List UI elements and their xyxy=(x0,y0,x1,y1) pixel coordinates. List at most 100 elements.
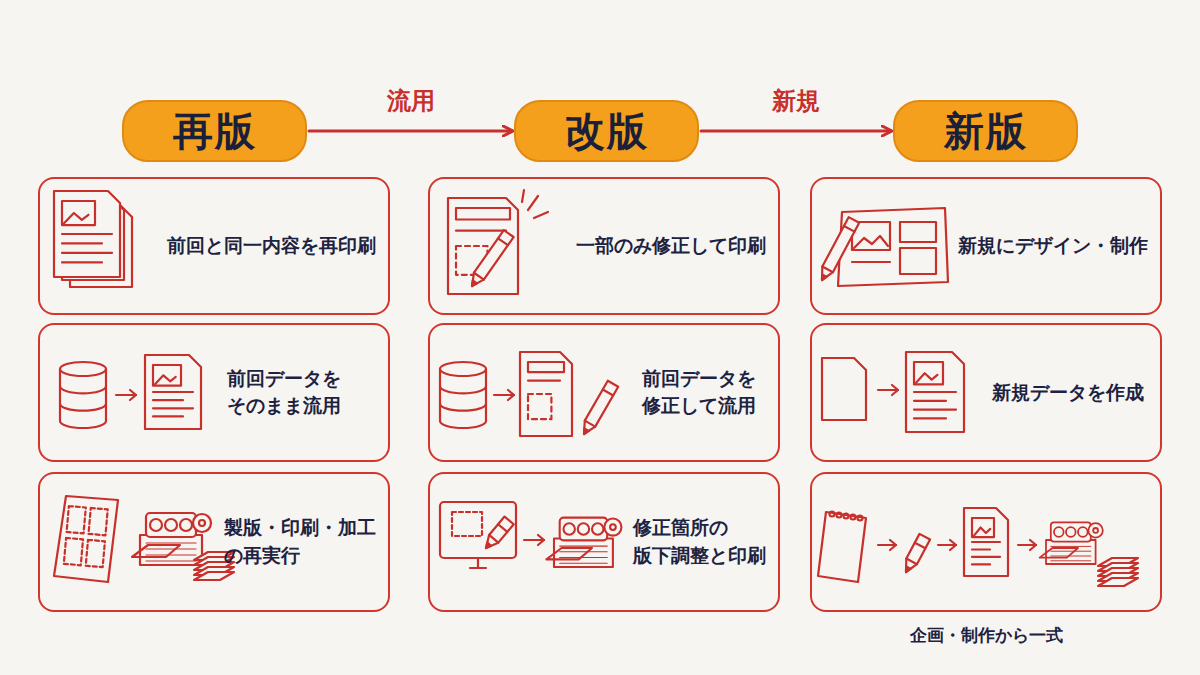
text-line: 修正箇所の xyxy=(633,514,766,542)
icon-stroke xyxy=(914,417,946,419)
icon-stroke xyxy=(155,375,176,384)
small-arrow xyxy=(524,535,544,545)
icon-stroke xyxy=(578,523,589,534)
icon-stroke xyxy=(915,543,926,549)
pencil-icon xyxy=(467,230,514,289)
icon-stroke xyxy=(610,524,616,530)
text-line: 前回データを xyxy=(642,365,756,393)
icon-stroke xyxy=(604,519,621,536)
icon-stroke xyxy=(818,512,866,582)
step-text: 前回データを 修正して流用 xyxy=(642,365,756,420)
icon-stroke xyxy=(165,519,177,531)
icon-stroke xyxy=(1078,527,1088,537)
icon-stroke xyxy=(851,515,856,520)
icon-stroke xyxy=(520,352,572,436)
icon-stroke xyxy=(481,517,513,552)
icon-stroke xyxy=(900,248,936,274)
icon-stroke xyxy=(914,362,943,384)
icon-stroke xyxy=(592,523,603,534)
icon-stroke xyxy=(448,198,518,294)
monitor-icon xyxy=(440,502,516,568)
icon-stroke xyxy=(62,233,112,235)
icon-stroke xyxy=(854,236,888,248)
icon-stroke xyxy=(54,496,118,582)
header-pill: 新版 xyxy=(893,100,1078,162)
step-box: 前回データを そのまま流用 xyxy=(38,323,390,462)
icon-stroke xyxy=(914,391,956,393)
icon-stroke xyxy=(582,428,589,435)
icon-stroke xyxy=(603,389,613,395)
step-text: 製版・印刷・加工 の再実行 xyxy=(224,514,376,569)
text-line: 新規にデザイン・制作 xyxy=(958,232,1148,260)
icon-stroke xyxy=(153,399,183,401)
text-line: 前回と同一内容を再印刷 xyxy=(167,232,376,260)
document-icon xyxy=(145,355,201,429)
icon-stroke xyxy=(844,226,855,232)
icon-stroke xyxy=(62,261,102,263)
flow-arrow xyxy=(701,130,891,133)
icon-stroke xyxy=(467,230,514,289)
icon-stroke xyxy=(858,516,863,521)
step-box: 新規にデザイン・制作 xyxy=(810,177,1162,315)
edge-label: 流用 xyxy=(383,85,439,117)
caption-text: 企画・制作から一式 xyxy=(910,624,1063,647)
icon-stroke xyxy=(560,551,608,552)
icon-stroke xyxy=(1051,546,1091,547)
text-line: 一部のみ修正して印刷 xyxy=(576,232,766,260)
step-text: 一部のみ修正して印刷 xyxy=(576,232,766,260)
icon-stroke xyxy=(1030,540,1036,550)
icon-stroke xyxy=(938,544,956,546)
step-text: 新規データを作成 xyxy=(992,379,1144,407)
icon-stroke xyxy=(1051,551,1091,552)
text-line: 前回データを xyxy=(227,365,341,393)
icon-stroke xyxy=(972,548,990,550)
edge-label: 新規 xyxy=(768,85,824,117)
step-text: 前回と同一内容を再印刷 xyxy=(167,232,376,260)
pencil-icon xyxy=(817,217,860,283)
icon-stroke xyxy=(817,217,860,283)
icon-stroke xyxy=(972,563,990,565)
icon-stroke xyxy=(914,400,946,402)
icon-stroke xyxy=(892,385,898,395)
icon-stroke xyxy=(194,572,234,580)
icon-stroke xyxy=(474,273,484,280)
icon-stroke xyxy=(64,538,83,565)
icon-stroke xyxy=(528,196,538,210)
icon-stroke xyxy=(452,512,482,536)
icon-stroke xyxy=(1046,540,1096,564)
icon-stroke xyxy=(906,559,917,565)
icon-stroke xyxy=(560,546,608,547)
step-text: 新規にデザイン・制作 xyxy=(958,232,1148,260)
icon-stroke xyxy=(579,381,618,437)
text-line: の再実行 xyxy=(224,542,376,570)
header-pill: 改版 xyxy=(514,100,699,162)
icon-stroke xyxy=(1066,527,1076,537)
icon-stroke xyxy=(1051,556,1091,557)
icon-stroke xyxy=(560,518,608,541)
icon-stroke xyxy=(1093,528,1098,533)
icon-stroke xyxy=(916,373,937,383)
icon-stroke xyxy=(440,362,486,376)
icon-stroke xyxy=(153,415,183,417)
icon-stroke xyxy=(1051,560,1091,561)
icon-stroke xyxy=(554,539,613,568)
text-line: 版下調整と印刷 xyxy=(633,542,766,570)
icon-stroke xyxy=(456,208,510,220)
small-arrow xyxy=(878,540,896,550)
icon-stroke xyxy=(820,274,827,281)
icon-stroke xyxy=(440,404,486,411)
icon-stroke xyxy=(904,566,911,573)
icon-stroke xyxy=(62,252,112,254)
icon-stroke xyxy=(822,267,833,273)
icon-stroke xyxy=(972,556,1000,558)
icon-stroke xyxy=(62,201,95,225)
small-arrow xyxy=(116,390,136,400)
icon-stroke xyxy=(538,535,544,545)
icon-stroke xyxy=(116,394,136,396)
icon-stroke xyxy=(153,407,193,409)
icon-stroke xyxy=(528,362,564,372)
icon-stroke xyxy=(878,389,898,391)
document-icon xyxy=(964,508,1008,576)
icon-stroke xyxy=(972,541,1000,543)
icon-stroke xyxy=(440,386,486,393)
